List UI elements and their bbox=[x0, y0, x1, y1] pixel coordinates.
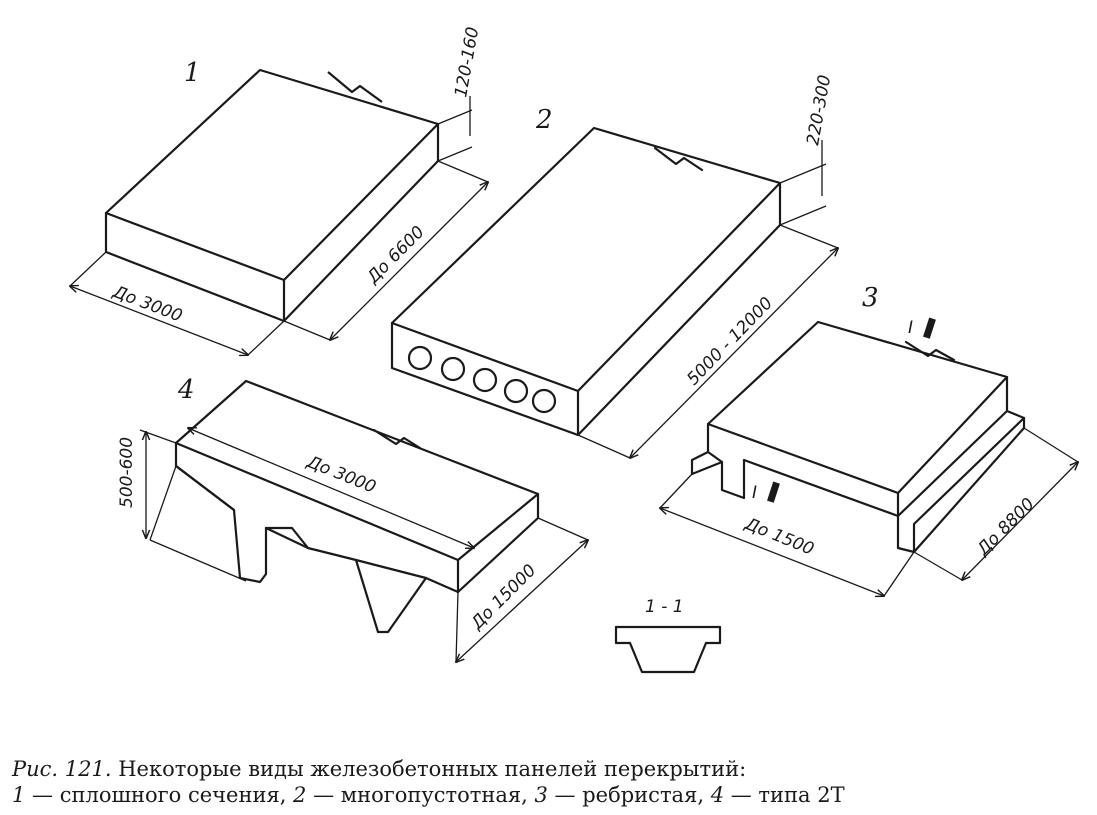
panel-4-height-label: 500-600 bbox=[117, 437, 137, 508]
panel-1-thickness-label: 120-160 bbox=[451, 25, 483, 98]
caption-item-1-number: 1 bbox=[12, 783, 26, 807]
figure-caption: Рис. 121. Некоторые виды железобетонных … bbox=[12, 756, 1087, 808]
panel-1-length-label: До 6600 bbox=[363, 222, 429, 288]
section-1-1-label: 1 - 1 bbox=[645, 597, 684, 617]
section-1-1-profile bbox=[614, 625, 722, 674]
caption-line-2: 1 — сплошного сечения, 2 — многопустотна… bbox=[12, 782, 1087, 808]
panel-1-number: 1 bbox=[184, 58, 201, 88]
caption-prefix: Рис. 121. bbox=[12, 757, 112, 781]
caption-item-4-text: — типа 2Т bbox=[724, 783, 845, 807]
panel-3-section-mark-top: I bbox=[908, 318, 913, 338]
panel-2-number: 2 bbox=[535, 105, 553, 135]
panel-4-number: 4 bbox=[177, 375, 195, 405]
panel-3-length-label: До 8800 bbox=[973, 494, 1039, 560]
panel-1-solid bbox=[70, 68, 488, 355]
panel-1-width-label: До 3000 bbox=[109, 282, 185, 327]
panel-2-hollow-core bbox=[390, 126, 838, 458]
panel-3-section-mark-bottom: I bbox=[752, 483, 757, 503]
panel-4-double-t bbox=[139, 379, 588, 662]
caption-item-2-text: — многопустотная, bbox=[306, 783, 535, 807]
caption-item-3-number: 3 bbox=[534, 783, 548, 807]
panel-3-width-label: До 1500 bbox=[741, 514, 817, 560]
caption-item-1-text: — сплошного сечения, bbox=[25, 783, 294, 807]
caption-title: Некоторые виды железобетонных панелей пе… bbox=[111, 757, 747, 781]
panel-3-ribbed bbox=[660, 317, 1078, 596]
caption-item-3-text: — ребристая, bbox=[547, 783, 711, 807]
panel-2-thickness-label: 220-300 bbox=[803, 73, 835, 146]
panel-3-number: 3 bbox=[862, 283, 879, 313]
caption-item-4-number: 4 bbox=[710, 783, 725, 807]
caption-item-2-number: 2 bbox=[293, 783, 307, 807]
caption-line-1: Рис. 121. Некоторые виды железобетонных … bbox=[12, 756, 1087, 782]
